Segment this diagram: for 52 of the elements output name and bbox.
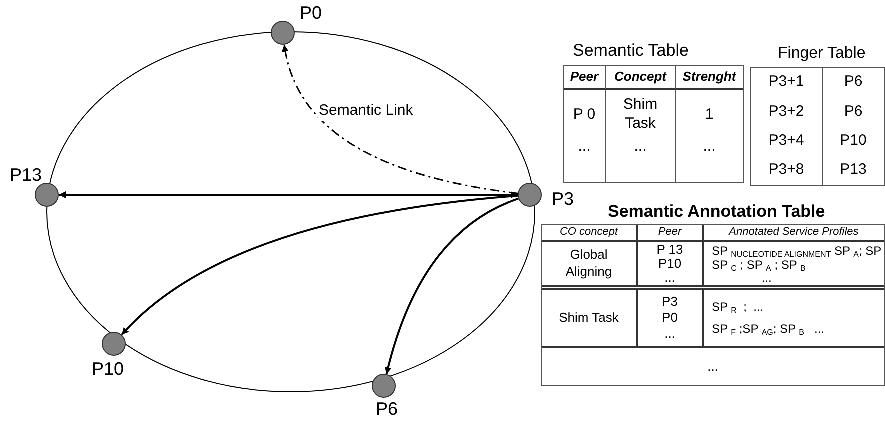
table-text: Shim Task <box>559 309 619 328</box>
column-header: Concept <box>614 68 666 86</box>
peer-node <box>518 183 542 207</box>
table-text: ... <box>664 326 676 342</box>
peer-label: P3 <box>552 190 574 208</box>
table-text: Shim Task <box>622 96 659 134</box>
table-title: Semantic Table <box>573 40 689 62</box>
table-text: P 0 <box>572 106 597 124</box>
table-text: ... <box>578 137 591 157</box>
table-text: P13 <box>840 160 867 180</box>
table-text: SP $_{F}$ ;SP $_{AG}$; SP $_{B}$ ... <box>712 322 826 336</box>
column-header: CO concept <box>560 227 618 238</box>
table-text: P3+2 <box>768 102 804 122</box>
arrow <box>59 192 518 198</box>
arrow <box>385 198 519 375</box>
arrow <box>121 194 518 336</box>
table-text: ... <box>634 137 647 157</box>
table-text: SP $_{R}$ ; ... <box>712 300 765 314</box>
column-header: Strenght <box>682 68 736 86</box>
peer-node <box>35 183 59 207</box>
table-text: ... <box>762 272 772 284</box>
table-text: P 13 <box>656 242 684 256</box>
table-text: P6 <box>844 72 863 92</box>
column-header: Peer <box>570 68 599 86</box>
peer-node <box>102 332 126 356</box>
table-text: P3+1 <box>768 72 804 92</box>
peer-label: P13 <box>10 166 42 184</box>
edge-label: Semantic Link <box>318 102 414 121</box>
table-title: Semantic Annotation Table <box>608 201 826 223</box>
table-text: P3 <box>662 294 678 310</box>
table-text: 1 <box>704 106 715 124</box>
peer-node <box>372 374 396 398</box>
column-header: Peer <box>658 227 682 238</box>
table-title: Finger Table <box>778 44 866 64</box>
peer-node <box>271 21 295 45</box>
table-text: P6 <box>844 102 863 122</box>
table-text: ... <box>708 358 718 376</box>
table-text: Global Aligning <box>564 247 614 280</box>
table-text: P10 <box>658 256 682 270</box>
column-header: Annotated Service Profiles <box>729 227 859 238</box>
peer-label: P10 <box>92 360 124 378</box>
table-text: P10 <box>840 130 867 151</box>
peer-label: P0 <box>300 4 322 22</box>
arrow <box>282 44 518 194</box>
table-text: P3+4 <box>768 130 804 151</box>
table-text: ... <box>703 137 716 157</box>
table-text: SP $_{C}$ ; SP $_{A}$ ; SP $_{B}$ <box>712 258 807 272</box>
table-text: P0 <box>662 310 678 326</box>
table-text: SP $_{NUCLEOTIDE ALIGNMENT}$ SP $_{A}$; SP <box>712 244 882 258</box>
table-text: P3+8 <box>768 160 804 180</box>
peer-label: P6 <box>376 400 398 418</box>
table-text: ... <box>664 270 676 284</box>
